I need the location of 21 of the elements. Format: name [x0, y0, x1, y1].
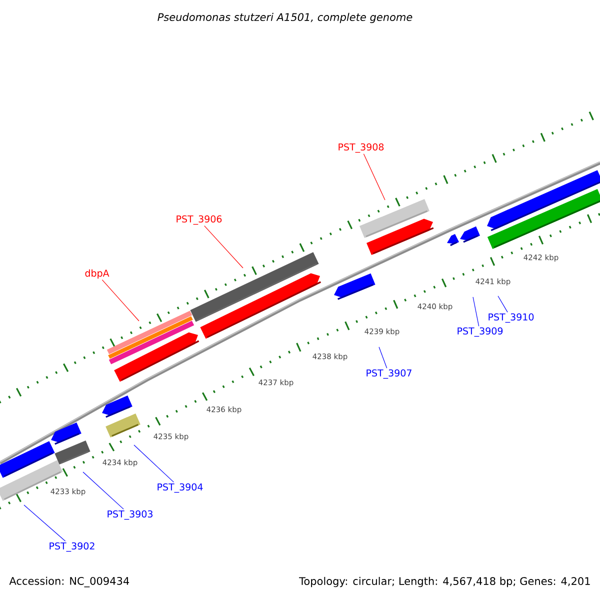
gene-label: PST_3906 — [176, 215, 222, 225]
leader-line — [472, 296, 480, 326]
leader-line — [498, 296, 508, 312]
leader-line — [134, 444, 174, 482]
title: Pseudomonas stutzeri A1501, complete genome — [158, 12, 412, 24]
gene-label: dbpA — [85, 269, 110, 279]
gene-label: PST_3902 — [50, 542, 94, 552]
genome-info-text: Topology: circular; Length: 4,567,418 bp; Genes: 4,201 — [299, 576, 590, 588]
gene-label: PST_3909 — [458, 327, 503, 337]
leader-line — [378, 346, 388, 368]
gene-label: PST_3908 — [338, 143, 384, 153]
gene-label: PST_3907 — [366, 369, 412, 379]
gene-label: PST_3904 — [158, 483, 203, 493]
accession-text: Accession: NC_009434 — [9, 576, 130, 588]
leader-line — [363, 154, 386, 200]
gene-label: PST_3903 — [108, 510, 152, 520]
gene-label: PST_3910 — [488, 313, 534, 323]
leader-line — [24, 504, 66, 542]
leader-line — [102, 280, 140, 322]
leader-line — [82, 472, 124, 510]
leader-line — [204, 226, 244, 268]
